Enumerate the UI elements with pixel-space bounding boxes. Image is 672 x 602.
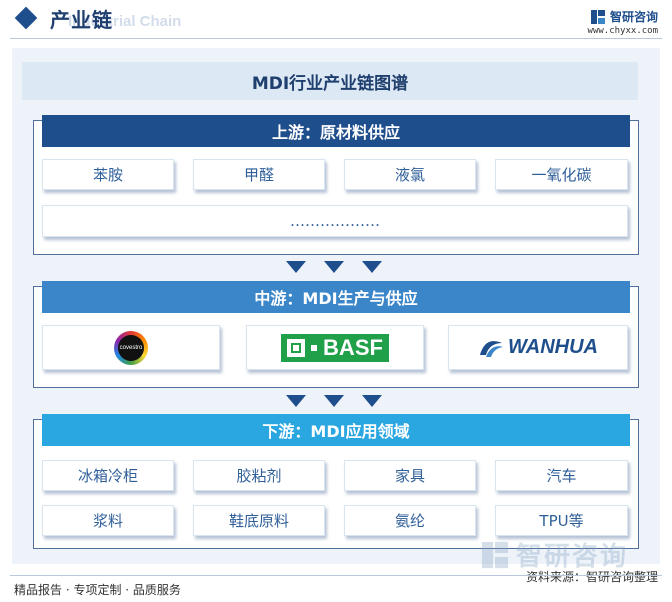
upstream-item: 一氧化碳 (495, 159, 628, 190)
arrow-down-icon (286, 395, 306, 407)
diamond-icon (14, 6, 38, 30)
upstream-item: 液氯 (344, 159, 476, 190)
flow-arrows-2 (280, 395, 400, 409)
downstream-item: TPU等 (495, 505, 628, 536)
upstream-more: ……………… (42, 205, 628, 237)
downstream-heading: 下游：MDI应用领域 (42, 414, 630, 446)
downstream-item: 胶粘剂 (193, 460, 325, 491)
basf-logo-card: BASF (246, 325, 424, 370)
footer-divider (10, 575, 662, 576)
wanhua-logo: WANHUA (478, 336, 598, 359)
watermark-logo-icon (481, 541, 509, 568)
downstream-item: 鞋底原料 (193, 505, 325, 536)
header-title: 产业链 (50, 8, 113, 32)
upstream-heading: 上游：原材料供应 (42, 115, 630, 147)
downstream-item: 汽车 (495, 460, 628, 491)
arrow-down-icon (324, 395, 344, 407)
downstream-item: 家具 (344, 460, 476, 491)
wanhua-emblem-icon (480, 340, 503, 357)
upstream-section: 上游：原材料供应 苯胺 甲醛 液氯 一氧化碳 ……………… (33, 115, 639, 255)
brand-name: 智研咨询 (609, 10, 658, 24)
page-header: Industrial Chain 产业链 智研咨询 www.chyxx.com (0, 0, 672, 44)
header-subtitle: Industrial Chain (68, 13, 182, 30)
arrow-down-icon (324, 261, 344, 273)
basf-logo: BASF (281, 333, 389, 362)
midstream-heading: 中游：MDI生产与供应 (42, 281, 630, 313)
covestro-logo: covestro (114, 330, 148, 365)
brand-url: www.chyxx.com (587, 26, 658, 36)
upstream-item: 苯胺 (42, 159, 174, 190)
upstream-item: 甲醛 (193, 159, 325, 190)
flow-arrows-1 (280, 261, 400, 275)
header-divider (10, 38, 662, 39)
footer-slogan: 精品报告 · 专项定制 · 品质服务 (14, 583, 181, 597)
downstream-section: 下游：MDI应用领域 冰箱冷柜 胶粘剂 家具 汽车 浆料 鞋底原料 氨纶 TPU… (33, 414, 639, 549)
source-note: 资料来源：智研咨询整理 (525, 570, 658, 584)
midstream-section: 中游：MDI生产与供应 covestro BASF WANHUA (33, 281, 639, 388)
downstream-item: 氨纶 (344, 505, 476, 536)
brand-logo-icon (590, 9, 605, 24)
arrow-down-icon (286, 261, 306, 273)
arrow-down-icon (362, 395, 382, 407)
downstream-item: 冰箱冷柜 (42, 460, 174, 491)
brand: 智研咨询 www.chyxx.com (588, 8, 658, 36)
wanhua-logo-card: WANHUA (448, 325, 628, 370)
covestro-logo-card: covestro (42, 325, 220, 370)
arrow-down-icon (362, 261, 382, 273)
watermark: 智研咨询 (480, 536, 628, 573)
downstream-item: 浆料 (42, 505, 174, 536)
diagram-title: MDI行业产业链图谱 (22, 62, 638, 100)
